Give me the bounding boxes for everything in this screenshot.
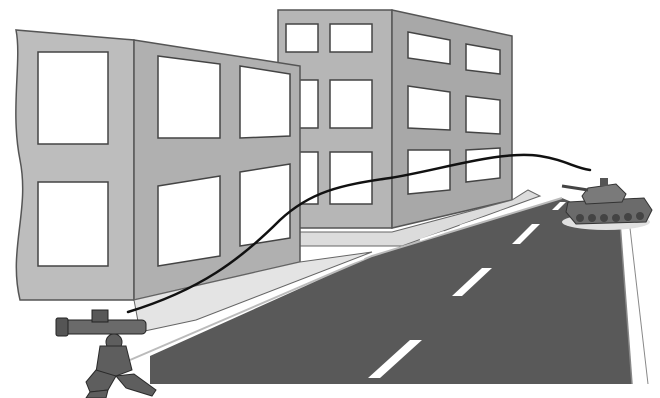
missile-launcher: [56, 310, 146, 336]
far-building: [278, 10, 540, 246]
soldier-with-launcher: [56, 310, 156, 398]
soldier-figure: [86, 334, 156, 398]
tank: [562, 178, 652, 230]
